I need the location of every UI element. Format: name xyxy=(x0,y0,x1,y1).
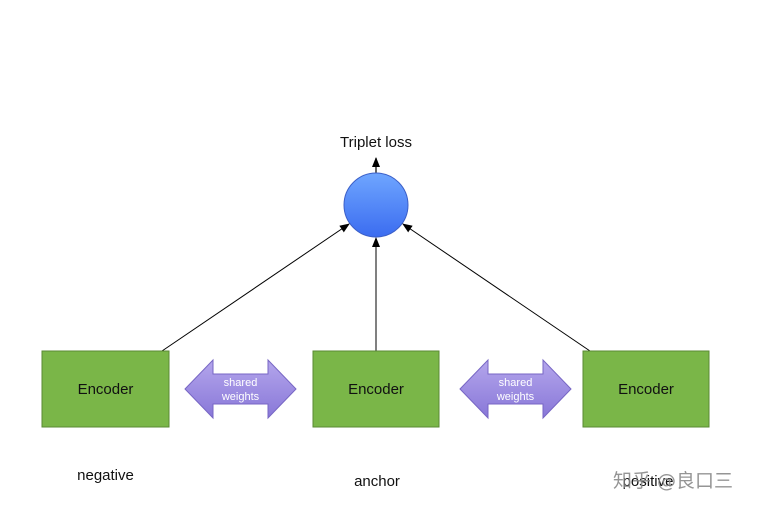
encoder-label: Encoder xyxy=(618,381,674,398)
encoder-anchor: Encoder xyxy=(312,350,440,428)
encoder-label: Encoder xyxy=(348,381,404,398)
shared-weights-line1: shared xyxy=(224,377,258,389)
negative-caption: negative xyxy=(77,467,134,484)
shared-weights-arrow-right: shared weights xyxy=(459,358,572,420)
shared-weights-line2: weights xyxy=(496,391,535,403)
shared-weights-line2: weights xyxy=(221,391,260,403)
negative-to-loss-arrow xyxy=(161,223,350,352)
watermark: 知乎 @良口三 xyxy=(613,470,733,492)
shared-weights-arrow-left: shared weights xyxy=(184,358,297,420)
loss-node xyxy=(343,172,409,238)
positive-caption: positive xyxy=(623,473,674,490)
shared-weights-line1: shared xyxy=(499,377,533,389)
positive-to-loss-arrow xyxy=(402,223,591,352)
encoder-negative: Encoder xyxy=(41,350,170,428)
encoder-label: Encoder xyxy=(78,381,134,398)
triplet-loss-label: Triplet loss xyxy=(340,134,412,151)
encoder-positive: Encoder xyxy=(582,350,710,428)
anchor-caption: anchor xyxy=(354,473,400,490)
